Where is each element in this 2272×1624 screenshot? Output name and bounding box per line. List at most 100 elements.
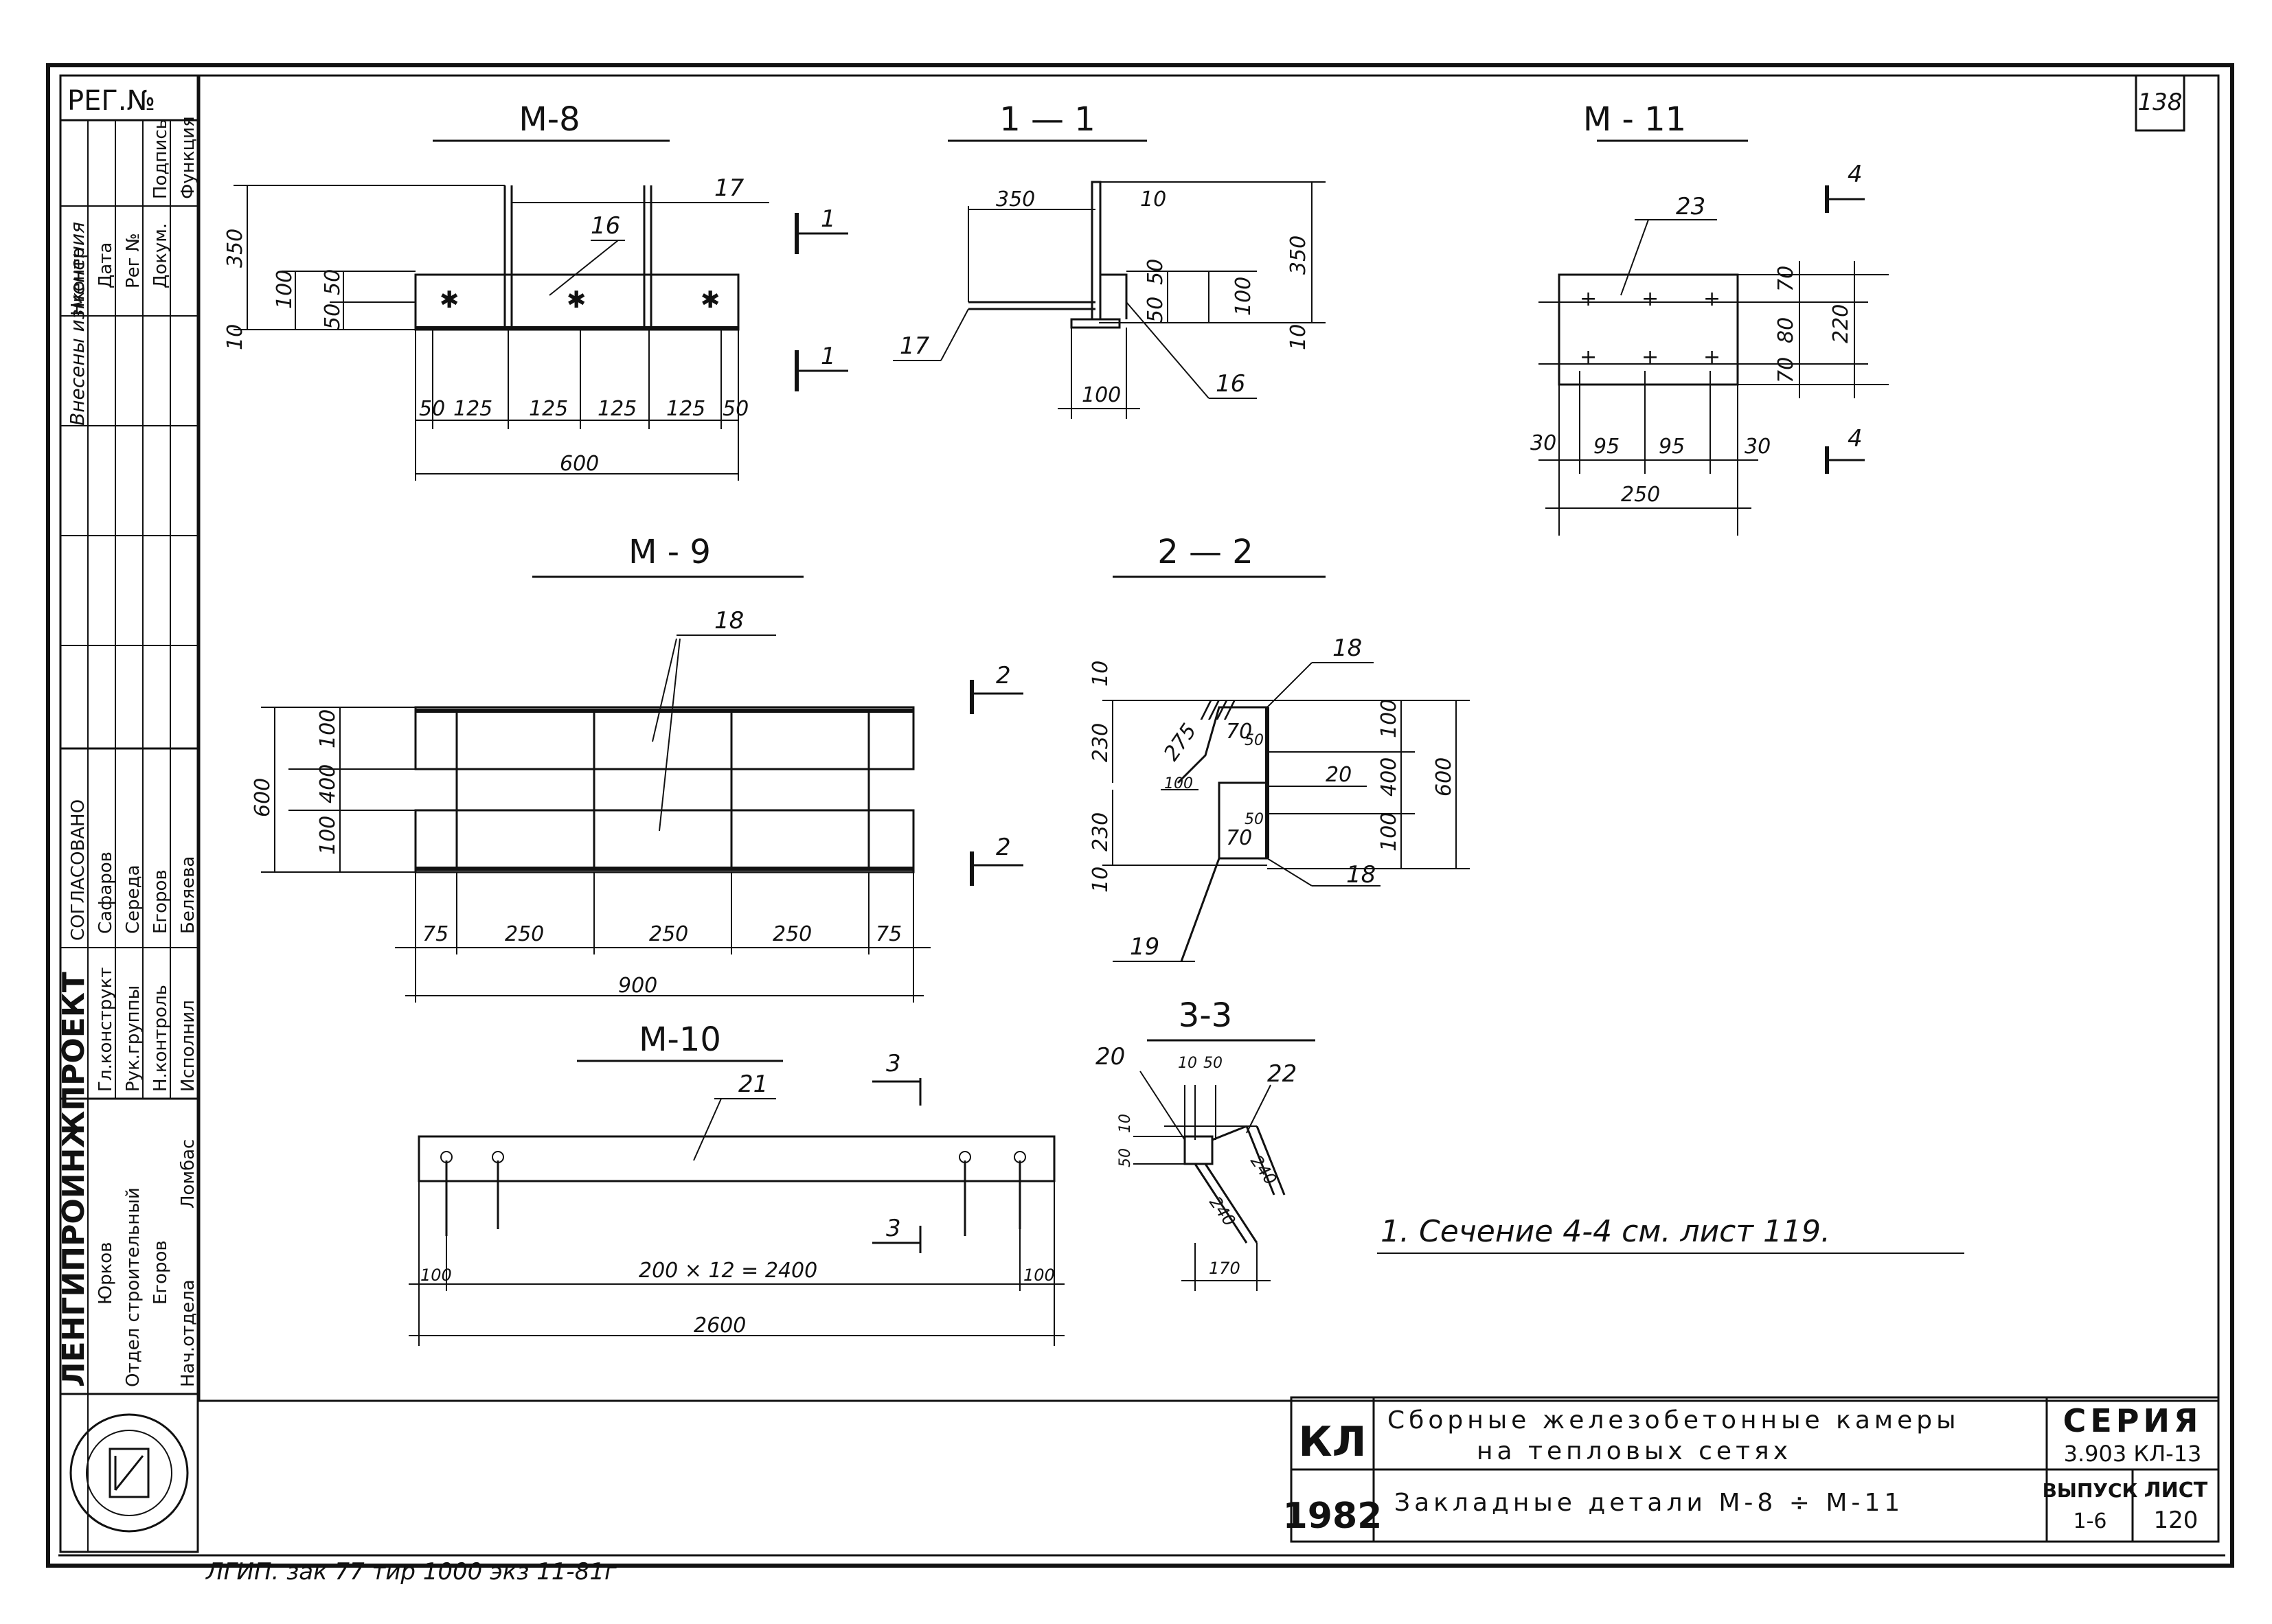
- s11-dim-10a: 10: [1140, 187, 1166, 211]
- dept-person-2: Егоров: [150, 1240, 171, 1305]
- s22-dim-230a: 230: [1089, 723, 1113, 762]
- role-3: Н.контроль: [150, 985, 171, 1092]
- m11-section-top: 4: [1848, 161, 1863, 188]
- m11-anchor-1: +: [1580, 287, 1597, 311]
- m11-dim-b3: 95: [1659, 435, 1685, 459]
- m9-dim-100b: 100: [316, 816, 340, 855]
- title-block: КЛ 1982 Сборные железобетонные камеры на…: [1283, 1396, 2220, 1543]
- view-m9: М - 9 18 600 100 400 100 75 250 250 250: [251, 533, 1023, 1003]
- name-2: Середа: [123, 865, 144, 934]
- s22-dim-100a: 100: [1377, 699, 1401, 738]
- s11-label-16: 16: [1216, 370, 1245, 398]
- m9-section-top: 2: [996, 662, 1011, 689]
- m10-label-21: 21: [738, 1071, 768, 1098]
- m9-dim-b4: 250: [773, 922, 812, 946]
- m11-dim-b2: 95: [1593, 435, 1620, 459]
- name-3: Егоров: [150, 869, 171, 934]
- tb-series-value: 3.903 КЛ-13: [2064, 1441, 2202, 1467]
- s33-dim-50b: 50: [1117, 1148, 1134, 1167]
- s22-dim-100b: 100: [1377, 812, 1401, 851]
- s33-label-20: 20: [1095, 1043, 1125, 1071]
- m10-section-bottom: 3: [886, 1215, 901, 1242]
- s22-dim-400: 400: [1377, 757, 1401, 797]
- m8-dim-100: 100: [273, 270, 297, 309]
- revision-col-reg: Рег №: [123, 233, 144, 288]
- s33-dim-10b: 10: [1117, 1114, 1134, 1133]
- s22-dim-50a: 50: [1245, 732, 1264, 749]
- m9-section-bottom: 2: [996, 834, 1011, 861]
- m11-anchor-5: +: [1641, 345, 1659, 369]
- s33-title: 3-3: [1179, 996, 1232, 1035]
- left-strip: РЕГ.№ Внесены изменения Нконтр СОГЛАСОВА…: [56, 74, 199, 1553]
- s22-dim-230b: 230: [1089, 812, 1113, 851]
- m9-dim-b5: 75: [876, 922, 902, 946]
- reg-label: РЕГ.№: [67, 85, 155, 117]
- revision-col-func: Функция: [178, 116, 198, 199]
- s22-dim-10a: 10: [1089, 661, 1113, 687]
- tb-issue-value: 1-6: [2074, 1509, 2107, 1533]
- m8-dim-total: 600: [560, 452, 599, 476]
- s22-label-20: 20: [1326, 763, 1352, 787]
- m8-dim-b5: 125: [666, 397, 705, 421]
- note: 1. Сечение 4-4 см. лист 119.: [1377, 1214, 1964, 1254]
- m9-dim-400: 400: [316, 764, 340, 803]
- nkontr-label: Нконтр: [68, 247, 89, 316]
- tb-subtitle: Закладные детали М-8 ÷ М-11: [1394, 1489, 1904, 1517]
- agreed-label: СОГЛАСОВАНО: [68, 799, 89, 941]
- m8-anchor-1: ✱: [440, 286, 459, 314]
- s33-label-22: 22: [1267, 1060, 1297, 1088]
- role-1: Гл.конструкт: [95, 967, 116, 1092]
- print-note: ЛГИП. зак 77 тир 1000 экз 11-81г: [205, 1558, 617, 1586]
- m8-dim-b4: 125: [598, 397, 637, 421]
- m9-dim-100a: 100: [316, 709, 340, 748]
- m10-dim-b1: 100: [420, 1266, 452, 1285]
- m11-dim-r3: 70: [1774, 357, 1798, 383]
- s11-dim-100a: 100: [1231, 277, 1256, 316]
- m8-anchor-3: ✱: [701, 286, 720, 314]
- view-section-3-3: 3-3 20 22 10 50 50 10 240 240 170: [1095, 996, 1315, 1291]
- s22-dim-70a: 70: [1226, 720, 1252, 744]
- role-2: Рук.группы: [123, 985, 144, 1092]
- tb-year: 1982: [1283, 1496, 1383, 1537]
- s11-dim-10b: 10: [1286, 324, 1310, 350]
- s22-dim-10b: 10: [1089, 867, 1113, 893]
- m9-dim-600: 600: [251, 778, 275, 817]
- corner-number-box: 138: [2135, 74, 2185, 132]
- m10-title: М-10: [639, 1020, 721, 1059]
- m8-label-16: 16: [591, 212, 620, 240]
- corner-number: 138: [2138, 89, 2183, 116]
- dept-role-1: Нач.отдела: [178, 1279, 198, 1387]
- m10-section-top: 3: [886, 1050, 901, 1077]
- m8-title: М-8: [519, 100, 580, 139]
- m9-dim-b2: 250: [505, 922, 544, 946]
- view-m11: М - 11 + + + + + + 23 70 80 70 220 30 95…: [1530, 100, 1889, 536]
- tb-code: КЛ: [1299, 1418, 1367, 1466]
- m10-dim-b3: 100: [1023, 1266, 1055, 1285]
- s11-title: 1 — 1: [999, 100, 1095, 139]
- m8-section-mark-bottom: 1: [821, 343, 836, 370]
- s11-dim-350b: 350: [1286, 236, 1310, 275]
- tb-issue-label: ВЫПУСК: [2043, 1479, 2138, 1502]
- tb-sheet-value: 120: [2154, 1507, 2199, 1534]
- name-4: Беляева: [178, 856, 198, 934]
- m9-dim-b1: 75: [422, 922, 448, 946]
- m11-section-bottom: 4: [1848, 425, 1863, 453]
- s11-dim-350a: 350: [996, 187, 1035, 211]
- view-m10: М-10 21 100 200 × 12 = 2400 100 2600 3 3: [409, 1020, 1065, 1346]
- s22-dim-600: 600: [1432, 757, 1456, 797]
- m8-dim-b3: 125: [529, 397, 568, 421]
- m8-dim-50b: 50: [321, 304, 345, 330]
- s22-label-18a: 18: [1332, 634, 1362, 662]
- m11-anchor-6: +: [1703, 345, 1720, 369]
- tb-title-line2: на тепловых сетях: [1477, 1437, 1792, 1465]
- m11-dim-r2: 80: [1774, 317, 1798, 343]
- sheet-frame: [46, 63, 2234, 1568]
- m11-anchor-2: +: [1641, 287, 1659, 311]
- m10-dim-b2: 200 × 12 = 2400: [639, 1259, 817, 1283]
- m8-section-mark-top: 1: [821, 205, 836, 233]
- revision-col-doc: Докум.: [150, 223, 171, 288]
- view-section-2-2: 2 — 2 //// 18 18 19 20 10 230 275 100 70…: [1089, 533, 1470, 962]
- s33-dim-50a: 50: [1203, 1055, 1223, 1072]
- m11-label-23: 23: [1676, 193, 1705, 220]
